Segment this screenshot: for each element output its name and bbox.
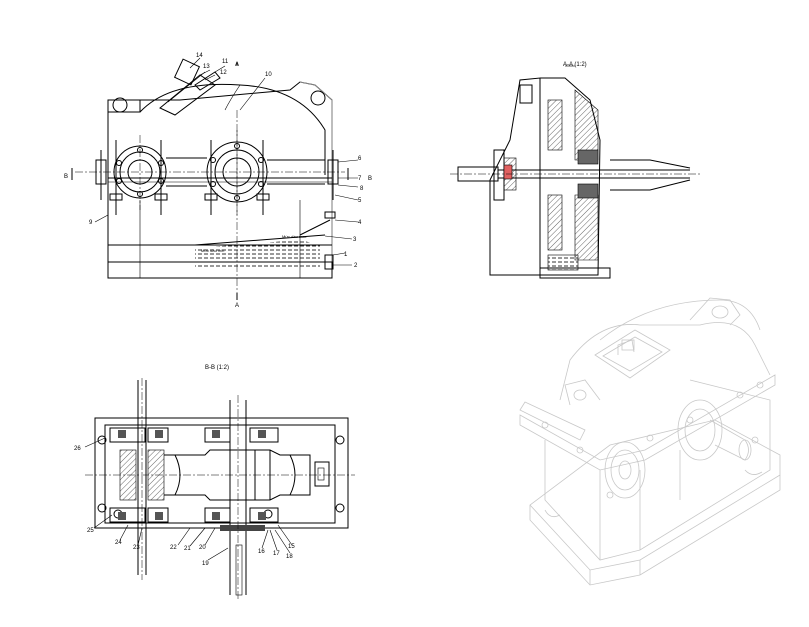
part-11: 11 bbox=[222, 59, 229, 65]
part-6: 6 bbox=[358, 156, 362, 162]
part-9: 9 bbox=[89, 220, 93, 226]
part-22: 22 bbox=[170, 545, 177, 551]
part-2: 2 bbox=[354, 263, 358, 269]
section-mark-a-top: A bbox=[235, 62, 239, 68]
part-19: 19 bbox=[202, 561, 209, 567]
part-26: 26 bbox=[74, 446, 81, 452]
section-mark-a-bottom: A bbox=[235, 303, 239, 309]
note-oil-max: Mức dầu max bbox=[282, 234, 306, 239]
part-10: 10 bbox=[265, 72, 272, 78]
note-oil-min: Mức dầu min bbox=[201, 248, 224, 253]
front-view bbox=[71, 57, 359, 300]
part-17: 17 bbox=[273, 551, 280, 557]
section-mark-b-right: B bbox=[368, 176, 372, 182]
part-21: 21 bbox=[184, 546, 191, 552]
part-12: 12 bbox=[220, 70, 227, 76]
part-5: 5 bbox=[358, 198, 362, 204]
isometric-view bbox=[519, 297, 781, 586]
section-aa-title: A-A (1:2) bbox=[563, 62, 587, 68]
part-16: 16 bbox=[258, 549, 265, 555]
part-15: 15 bbox=[288, 544, 295, 550]
section-mark-b-left: B bbox=[64, 174, 68, 180]
part-18: 18 bbox=[286, 554, 293, 560]
section-aa-view bbox=[450, 65, 700, 279]
part-23: 23 bbox=[133, 545, 140, 551]
part-8: 8 bbox=[360, 186, 364, 192]
part-14: 14 bbox=[196, 53, 203, 59]
section-bb-view bbox=[84, 378, 355, 600]
part-24: 24 bbox=[115, 540, 122, 546]
part-1: 1 bbox=[344, 252, 348, 258]
part-13: 13 bbox=[203, 64, 210, 70]
part-7: 7 bbox=[358, 176, 362, 182]
part-4: 4 bbox=[358, 220, 362, 226]
section-bb-title: B-B (1:2) bbox=[205, 365, 229, 371]
part-20: 20 bbox=[199, 545, 206, 551]
part-3: 3 bbox=[353, 237, 357, 243]
part-25: 25 bbox=[87, 528, 94, 534]
